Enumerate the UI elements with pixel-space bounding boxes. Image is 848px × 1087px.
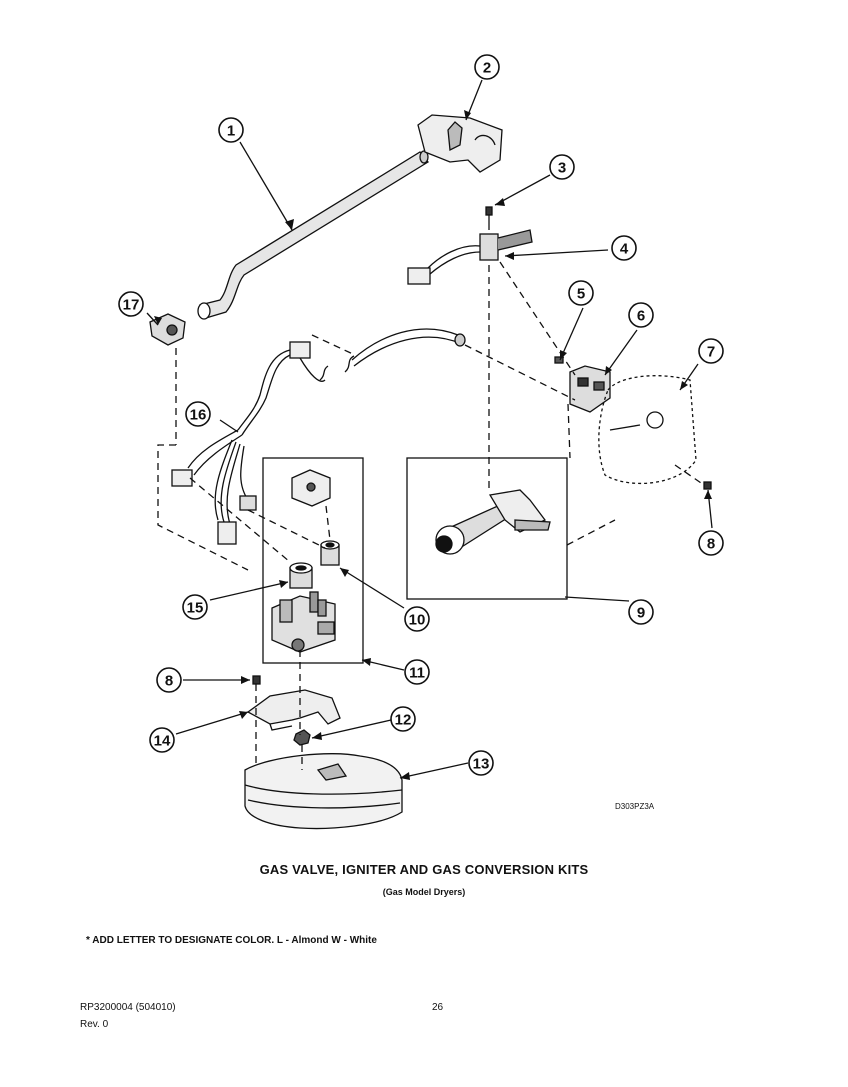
callout-17: 17 [123, 297, 140, 314]
callout-5: 5 [577, 286, 585, 303]
screw-5-drawing [554, 356, 564, 364]
screw-8-right-drawing [703, 481, 712, 490]
gas-valve-group-box [262, 457, 364, 664]
callout-13: 13 [473, 756, 490, 773]
footer-revision: Rev. 0 [80, 1019, 109, 1030]
callout-10: 10 [409, 612, 426, 629]
valve-bracket-drawing [291, 469, 331, 507]
callout-8-right: 8 [707, 536, 715, 553]
leader-lines [146, 79, 713, 779]
igniter-group-box [406, 457, 568, 600]
break-mark-1 [319, 365, 329, 381]
callout-1: 1 [227, 123, 235, 140]
color-note: * ADD LETTER TO DESIGNATE COLOR. L - Alm… [86, 935, 377, 946]
footer-part-number: RP3200004 (504010) [80, 1002, 176, 1013]
callout-15: 15 [187, 600, 204, 617]
coil-10-drawing [320, 540, 340, 566]
callout-circles [118, 54, 724, 776]
callout-9: 9 [637, 605, 645, 622]
nut-12-drawing [293, 729, 311, 746]
gas-valve-body-drawing [271, 591, 336, 653]
igniter-drawing [435, 489, 551, 555]
coil-15-drawing [289, 562, 313, 589]
callout-6: 6 [637, 308, 645, 325]
callout-12: 12 [395, 712, 412, 729]
footer-page-number: 26 [432, 1002, 444, 1013]
burner-housing-drawing [598, 375, 697, 485]
burner-base-drawing [244, 753, 403, 830]
mounting-bracket-drawing [246, 689, 341, 731]
callout-14: 14 [154, 733, 171, 750]
diagram-code: D303PZ3A [615, 802, 655, 811]
callout-4: 4 [620, 241, 629, 258]
callout-3: 3 [558, 160, 566, 177]
page-title: GAS VALVE, IGNITER AND GAS CONVERSION KI… [259, 862, 589, 877]
callout-7: 7 [707, 344, 715, 361]
screw-3-drawing [485, 206, 493, 230]
wire-harness-drawing [171, 328, 466, 545]
break-mark-2 [344, 355, 355, 373]
screw-8-left-drawing [252, 675, 261, 685]
igniter-bracket-drawing [569, 365, 611, 413]
leader-arrowheads [154, 110, 712, 780]
callout-8-left: 8 [165, 673, 173, 690]
callout-2: 2 [483, 60, 491, 77]
callout-11: 11 [409, 665, 425, 682]
page-subtitle: (Gas Model Dryers) [382, 887, 466, 897]
gas-tube-drawing [197, 150, 429, 320]
igniter-harness-drawing [407, 229, 533, 285]
assembly-lines [157, 261, 705, 770]
tube-bracket-drawing [417, 114, 503, 173]
callout-16: 16 [190, 407, 207, 424]
